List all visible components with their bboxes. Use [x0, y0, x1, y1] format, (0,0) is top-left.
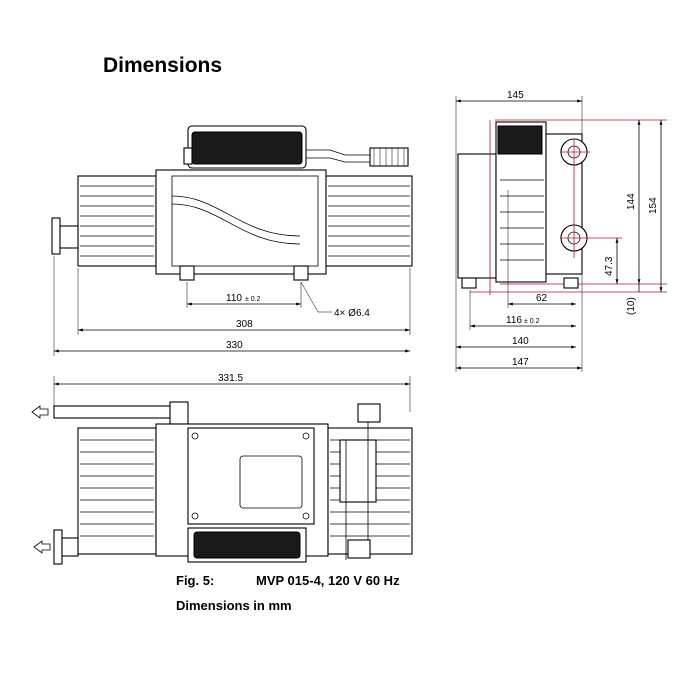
dim-10: (10) — [626, 297, 637, 315]
terminal-box — [187, 427, 315, 525]
dim-308: 308 — [236, 319, 253, 330]
inlet-flange — [51, 217, 61, 255]
dim-110: 110 — [226, 293, 242, 304]
dim-62: 62 — [536, 293, 548, 304]
left-pump-head — [77, 175, 157, 267]
foot — [293, 265, 309, 281]
front-view: 110 ± 0.2 4× Ø6.4 308 330 — [51, 125, 413, 356]
foot — [179, 265, 195, 281]
dim-144: 144 — [626, 193, 637, 210]
inlet-arrow — [33, 540, 51, 554]
dim-holes: 4× Ø6.4 — [334, 308, 370, 319]
page-title: Dimensions — [103, 54, 223, 77]
dim-331-5: 331.5 — [218, 373, 243, 384]
dim-147: 147 — [512, 357, 529, 368]
dim-116-tol: ± 0.2 — [524, 318, 540, 325]
figure-label: Fig. 5: — [176, 573, 215, 588]
top-view: 331.5 — [31, 373, 413, 565]
top-hose-coil — [339, 439, 377, 503]
units-note: Dimensions in mm — [176, 598, 292, 613]
dim-140: 140 — [512, 336, 529, 347]
dim-110-tol: ± 0.2 — [245, 296, 261, 303]
side-view: 145 144 154 47.3 (10) — [455, 90, 667, 372]
dim-47-3: 47.3 — [604, 256, 615, 276]
dim-145: 145 — [507, 90, 524, 101]
dim-154: 154 — [648, 197, 659, 214]
dim-330: 330 — [226, 340, 243, 351]
dim-116: 116 — [506, 315, 522, 326]
outlet-arrow — [31, 405, 49, 419]
right-pump-head — [325, 175, 413, 267]
hose-coil — [369, 147, 409, 167]
figure-text: MVP 015-4, 120 V 60 Hz — [256, 573, 400, 588]
figure-caption: Fig. 5: MVP 015-4, 120 V 60 Hz — [176, 573, 400, 588]
